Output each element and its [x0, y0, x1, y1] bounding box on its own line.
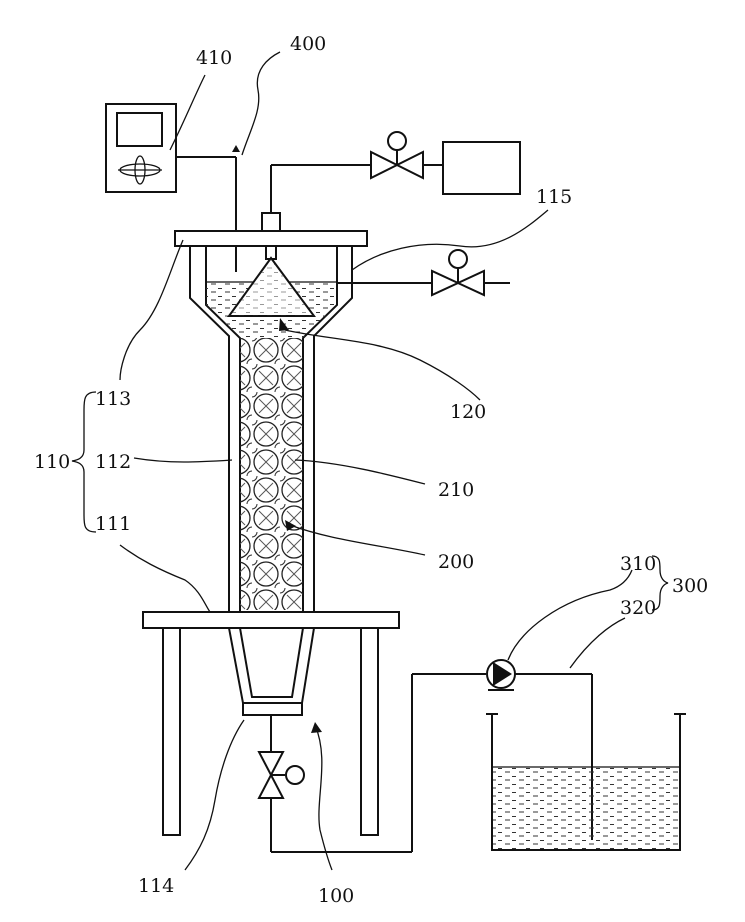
top-flange	[175, 231, 367, 246]
label-210: 210	[438, 479, 474, 501]
controller-box	[106, 104, 176, 192]
label-111: 111	[95, 513, 131, 535]
label-300: 300	[672, 575, 708, 597]
label-320: 320	[620, 597, 656, 619]
reservoir-tank	[486, 714, 686, 850]
label-113: 113	[95, 388, 131, 410]
label-100: 100	[318, 885, 354, 907]
label-120: 120	[450, 401, 486, 423]
pump	[487, 660, 515, 690]
label-310: 310	[620, 553, 656, 575]
label-114: 114	[138, 875, 174, 897]
label-200: 200	[438, 551, 474, 573]
label-410: 410	[196, 47, 232, 69]
label-110: 110	[34, 451, 70, 473]
gas-tank	[443, 142, 520, 194]
drain-valve	[259, 752, 304, 798]
outlet-valve	[432, 250, 484, 295]
label-400: 400	[290, 33, 326, 55]
brace-110	[72, 392, 96, 532]
stand-table	[143, 612, 399, 628]
label-115: 115	[536, 186, 572, 208]
packing-balls	[240, 338, 303, 610]
label-112: 112	[95, 451, 131, 473]
gas-valve	[371, 132, 423, 178]
